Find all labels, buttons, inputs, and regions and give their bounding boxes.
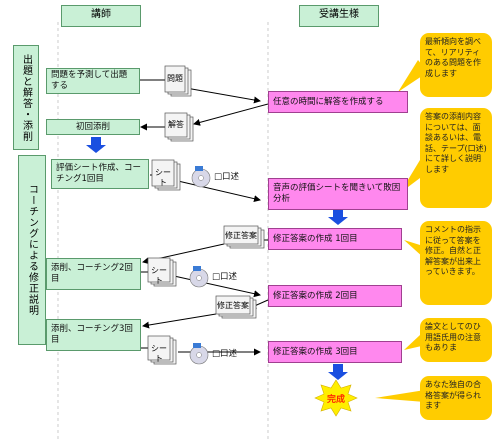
revised-doc-shape-2: [215, 295, 257, 319]
student-step-answer: 任意の時間に解答を作成する: [268, 91, 408, 113]
oral-label-3: □口述: [212, 349, 238, 359]
sheet-doc-shape-3: [147, 335, 177, 365]
sheet-doc-label-2: シート: [151, 266, 167, 285]
lecturer-step-coaching2-label: 添削、コーチング2回目: [51, 263, 133, 284]
down-arrow-student-1: [328, 209, 348, 225]
lecturer-step-eval-sheet: 評価シート作成、コーチング1回目: [51, 159, 149, 189]
cd-icon-3: [189, 343, 209, 365]
revised-doc-label-2: 修正答案: [217, 301, 249, 310]
lecturer-step-first-review-label: 初回添削: [75, 121, 110, 132]
lecturer-step-predict: 問題を予測して出題する: [46, 68, 140, 94]
sheet-doc-shape-1: [151, 159, 181, 191]
sheet-doc-label-3: シート: [151, 344, 167, 363]
student-step-analysis-label: 音声の評価シートを聞きいて敗因分析: [273, 183, 401, 204]
header-student: 受講生様: [299, 5, 379, 27]
question-doc-label: 問題: [167, 74, 183, 83]
complete-label: 完成: [326, 395, 345, 405]
sheet-doc-shape-2: [147, 257, 177, 287]
revised-doc-shape-1: [223, 225, 265, 249]
oral-label-2: □口述: [212, 272, 238, 282]
cd-icon-1: [191, 166, 211, 188]
answer-doc-label: 解答: [168, 120, 184, 129]
lecturer-step-coaching3-label: 添削、コーチング3回目: [51, 324, 133, 345]
oral-label-3-text: 口述: [220, 349, 238, 359]
side-label-section2-text: コーチングによる修正説明: [26, 184, 38, 316]
student-step-analysis: 音声の評価シートを聞きいて敗因分析: [268, 178, 408, 210]
note-3: コメントの指示に従って答案を修正。自然と正解答案が出来上っていきます。: [420, 221, 492, 305]
header-lecturer-label: 講師: [91, 9, 111, 20]
note-4: 論文としてのひ用語氏用の注意もありま: [420, 318, 492, 362]
down-arrow-student-2: [328, 364, 348, 380]
student-step-answer-label: 任意の時間に解答を作成する: [273, 96, 384, 107]
down-arrow-lecturer: [86, 137, 106, 153]
question-doc-shape: [164, 65, 192, 97]
student-step-revision3-label: 修正答案の作成 3回目: [273, 346, 358, 357]
sheet-doc-label-1: シート: [155, 168, 171, 187]
revised-doc-label-1: 修正答案: [225, 231, 257, 240]
student-step-revision1-label: 修正答案の作成 1回目: [273, 233, 358, 244]
note-5: あなた独自の合格答案が得られます: [420, 376, 492, 420]
student-step-revision2-label: 修正答案の作成 2回目: [273, 290, 358, 301]
note-2: 答案の添削内容については、面談あるいは、電話、テープ(口述)にて詳しく説明します: [420, 108, 492, 208]
complete-burst-shape: [314, 379, 358, 417]
note-1: 最新傾向を調べて、リアリティのある問題を作成します: [420, 33, 492, 97]
student-step-revision3: 修正答案の作成 3回目: [268, 341, 402, 363]
answer-doc-shape: [164, 112, 194, 142]
lecturer-step-coaching3: 添削、コーチング3回目: [46, 319, 141, 351]
side-label-section1: 出題と解答・添削: [13, 45, 39, 150]
oral-label-1: □口述: [214, 172, 240, 182]
header-student-label: 受講生様: [319, 9, 359, 20]
cd-icon-2: [189, 266, 209, 288]
oral-label-1-text: 口述: [222, 172, 240, 182]
student-step-revision1: 修正答案の作成 1回目: [268, 228, 402, 250]
lecturer-step-eval-sheet-label: 評価シート作成、コーチング1回目: [56, 163, 142, 184]
header-lecturer: 講師: [61, 5, 141, 27]
side-label-section1-text: 出題と解答・添削: [20, 53, 32, 142]
side-label-section2: コーチングによる修正説明: [18, 155, 46, 345]
lecturer-step-predict-label: 問題を予測して出題する: [51, 70, 128, 91]
oral-label-2-text: 口述: [220, 272, 238, 282]
lecturer-step-coaching2: 添削、コーチング2回目: [46, 258, 141, 290]
student-step-revision2: 修正答案の作成 2回目: [268, 285, 402, 307]
lecturer-step-first-review: 初回添削: [46, 119, 140, 135]
